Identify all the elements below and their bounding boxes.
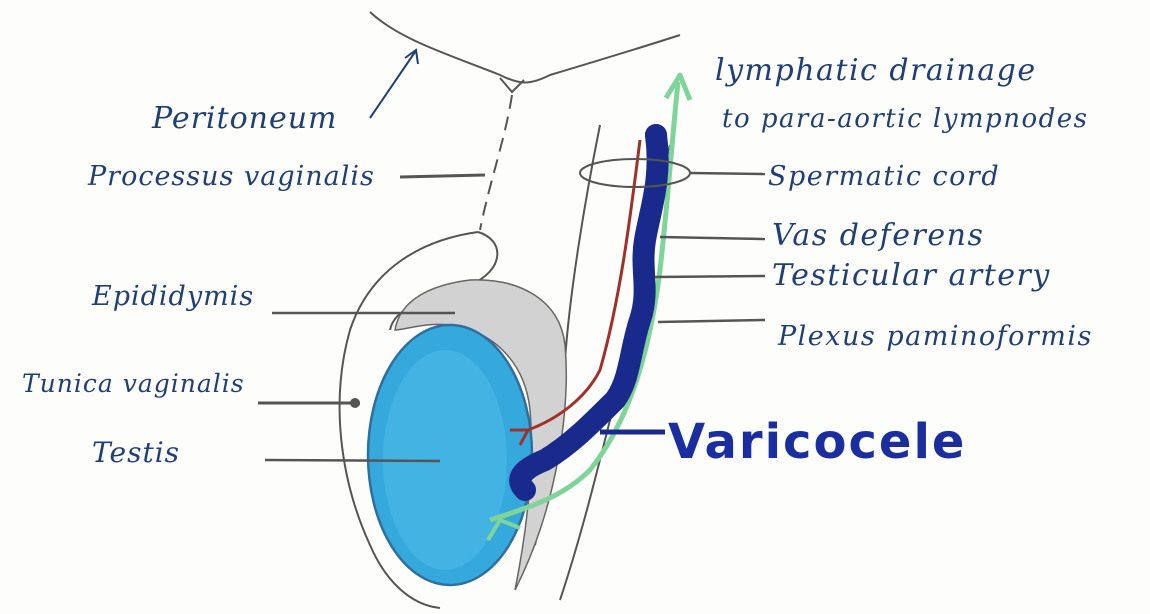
label-testicular-artery: Testicular artery bbox=[772, 258, 1051, 293]
tunica-vaginalis-leader-dot bbox=[350, 398, 360, 408]
label-processus-vaginalis: Processus vaginalis bbox=[87, 161, 375, 192]
testis-leader bbox=[265, 460, 440, 461]
label-lymphatic-line2: to para-aortic lympnodes bbox=[722, 104, 1088, 134]
label-vas-deferens: Vas deferens bbox=[772, 218, 984, 253]
testicular-artery-leader bbox=[655, 276, 765, 277]
label-tunica-vaginalis: Tunica vaginalis bbox=[22, 369, 245, 398]
label-plexus: Plexus paminoformis bbox=[777, 321, 1093, 352]
peritoneum-outline bbox=[370, 12, 680, 83]
plexus-top-node bbox=[645, 124, 667, 146]
label-peritoneum: Peritoneum bbox=[151, 101, 338, 136]
processus-vaginalis-channel bbox=[480, 95, 512, 230]
label-testis: Testis bbox=[92, 436, 180, 469]
spermatic-cord-leader bbox=[690, 173, 765, 174]
vas-deferens-leader bbox=[660, 237, 765, 239]
label-epididymis: Epididymis bbox=[91, 281, 254, 312]
plexus-leader bbox=[658, 320, 765, 322]
peritoneum-leader-arrow bbox=[370, 50, 418, 118]
processus-vaginalis-leader bbox=[400, 175, 485, 177]
label-varicocele: Varicocele bbox=[668, 414, 966, 470]
label-lymphatic-line1: lymphatic drainage bbox=[715, 53, 1037, 88]
label-spermatic-cord: Spermatic cord bbox=[768, 161, 1000, 192]
